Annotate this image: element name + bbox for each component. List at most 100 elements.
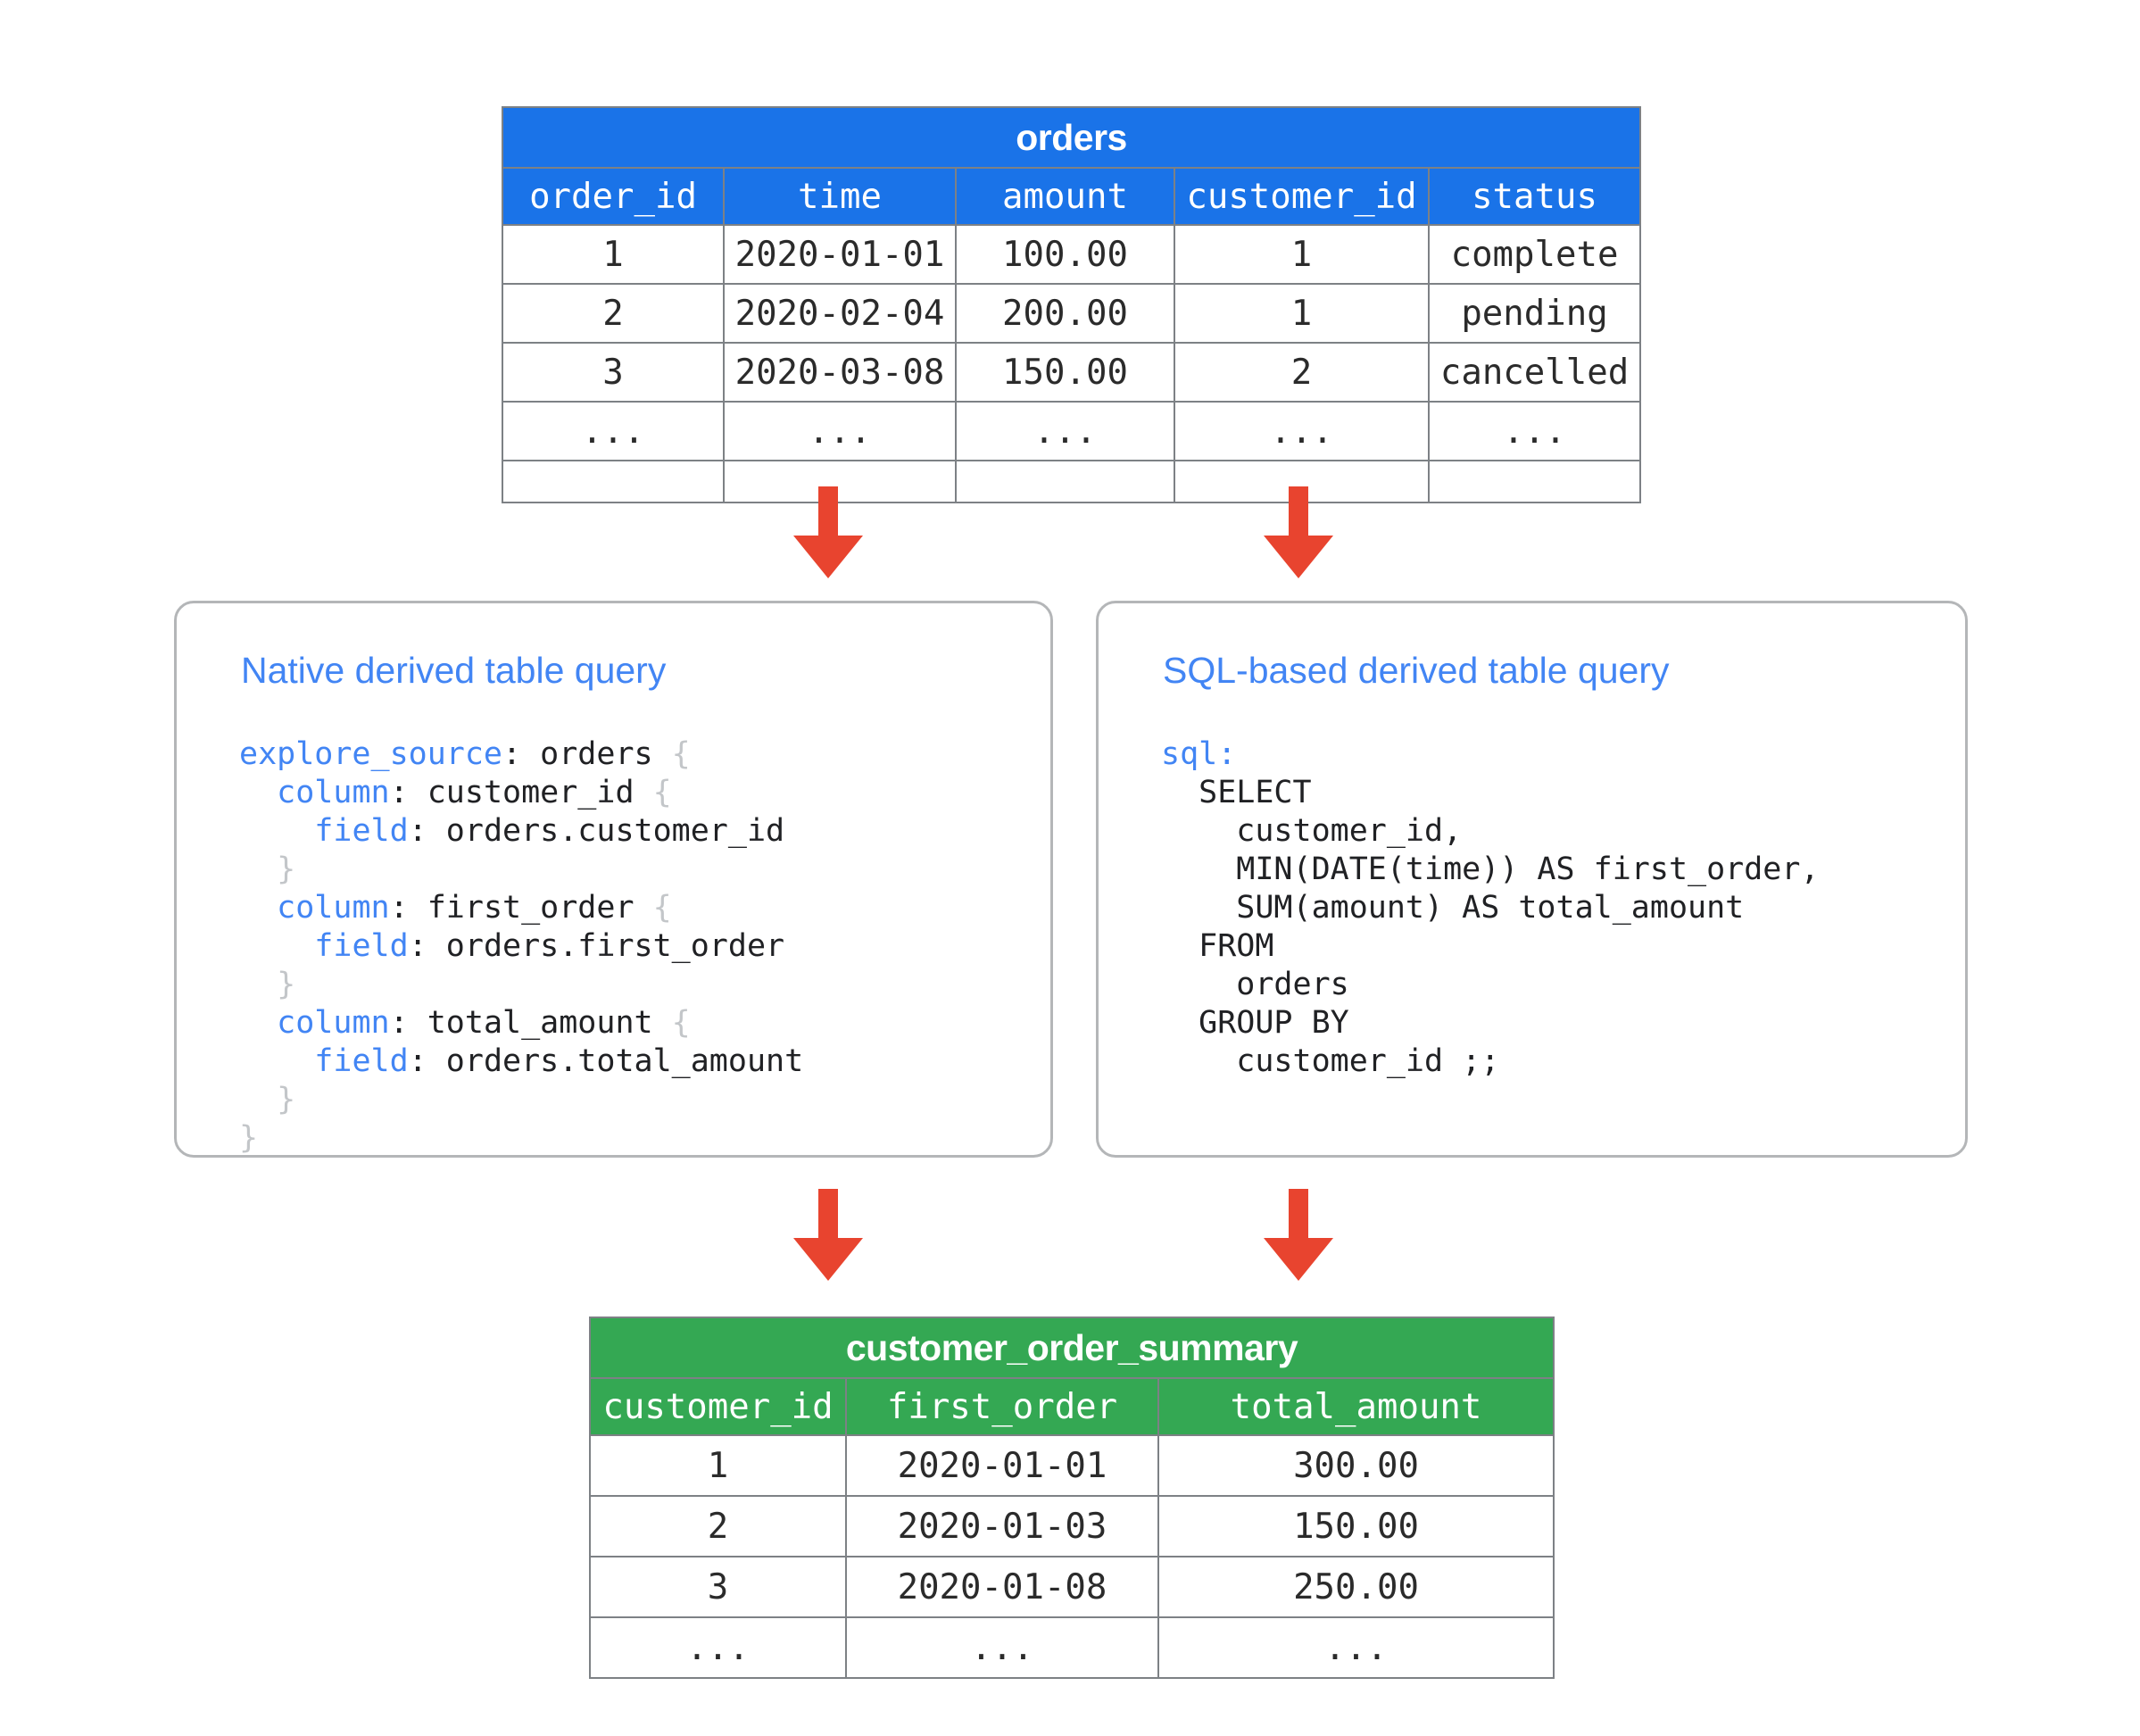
code-brace: } [277,967,296,1002]
column-header: customer_id [1174,167,1430,226]
arrow-down-icon-orders-to-sql [1264,486,1333,578]
table-name: orders [501,106,1642,169]
arrow-shaft [818,486,838,542]
code-text [239,1082,277,1117]
code-line: customer_id ;; [1161,1042,1820,1081]
arrow-down-icon-native-to-summary [793,1189,863,1281]
code-line: } [239,851,803,889]
sql-panel-code: sql: SELECT customer_id, MIN(DATE(time))… [1161,735,1820,1081]
code-brace: } [277,1082,296,1117]
code-line: explore_source: orders { [239,735,803,774]
table-cell [955,460,1175,503]
table-cell: ... [723,401,957,461]
code-text: : total_amount [389,1005,672,1041]
code-brace: { [652,890,672,926]
code-keyword: field [314,928,409,964]
code-text: : orders.customer_id [408,813,785,849]
table-cell: 1 [589,1434,847,1497]
table-cell: 2 [589,1495,847,1557]
table-cell [502,460,725,503]
code-text [239,890,277,926]
code-text: : orders.total_amount [408,1043,804,1079]
table-cell: ... [1174,401,1430,461]
column-header: customer_id [589,1377,847,1436]
code-brace: { [671,736,691,772]
table-cell: 2 [1174,342,1430,403]
code-keyword: column [277,890,390,926]
code-text: : orders.first_order [408,928,785,964]
code-text: GROUP BY [1161,1005,1349,1041]
table-cell: 1 [1174,283,1430,344]
table-cell: 2020-01-08 [845,1556,1159,1618]
table-cell: 300.00 [1157,1434,1555,1497]
code-text: SELECT [1161,775,1312,810]
table-cell: 100.00 [955,224,1175,285]
code-line: customer_id, [1161,812,1820,851]
code-line: } [239,1119,803,1158]
code-text: : orders [502,736,672,772]
table-cell: 250.00 [1157,1556,1555,1618]
code-line: column: first_order { [239,889,803,927]
table-cell: 3 [589,1556,847,1618]
arrow-down-icon-sql-to-summary [1264,1189,1333,1281]
table-cell: 150.00 [955,342,1175,403]
table-cell: ... [1157,1616,1555,1679]
code-brace: } [239,1120,259,1156]
code-keyword: field [314,813,409,849]
code-line: field: orders.first_order [239,927,803,966]
code-line: FROM [1161,927,1820,966]
sql-derived-table-panel: SQL-based derived table query sql: SELEC… [1096,601,1968,1158]
column-header: status [1427,167,1642,226]
column-header: order_id [502,167,725,226]
code-text [239,851,277,887]
table-cell: ... [955,401,1175,461]
code-text [239,775,277,810]
table-row: ......... [589,1616,1555,1679]
table-cell: ... [589,1616,847,1679]
code-line: SUM(amount) AS total_amount [1161,889,1820,927]
table-cell: 150.00 [1157,1495,1555,1557]
column-header: amount [955,167,1175,226]
code-line: field: orders.customer_id [239,812,803,851]
code-line: MIN(DATE(time)) AS first_order, [1161,851,1819,889]
native-derived-table-panel: Native derived table query explore_sourc… [174,601,1053,1158]
code-brace: } [277,851,296,887]
column-header: total_amount [1157,1377,1555,1436]
code-text: customer_id ;; [1161,1043,1500,1079]
table-cell: 2020-02-04 [723,283,957,344]
table-cell: complete [1427,224,1642,285]
table-cell: 2 [502,283,725,344]
code-keyword: column [277,775,390,810]
table-cell: 3 [502,342,725,403]
table-cell: pending [1427,283,1642,344]
table-cell: 1 [502,224,725,285]
table-row-truncated [502,460,1642,503]
code-text [239,813,314,849]
code-line: field: orders.total_amount [239,1042,803,1081]
arrow-down-icon-orders-to-native [793,486,863,578]
code-line: column: customer_id { [239,774,803,812]
code-line: column: total_amount { [239,1004,803,1042]
arrow-shaft [818,1189,838,1244]
table-cell: 2020-01-01 [723,224,957,285]
table-cell: ... [845,1616,1159,1679]
code-keyword: field [314,1043,409,1079]
table-cell [1427,460,1642,503]
code-text [239,967,277,1002]
arrow-head [793,536,863,578]
code-text: orders [1161,967,1349,1002]
table-title-row: customer_order_summary [588,1317,1555,1379]
code-line: } [239,1081,803,1119]
column-header: time [723,167,957,226]
code-keyword: column [277,1005,390,1041]
table-cell: cancelled [1427,342,1642,403]
column-header: first_order [845,1377,1159,1436]
code-keyword: sql: [1161,736,1237,772]
